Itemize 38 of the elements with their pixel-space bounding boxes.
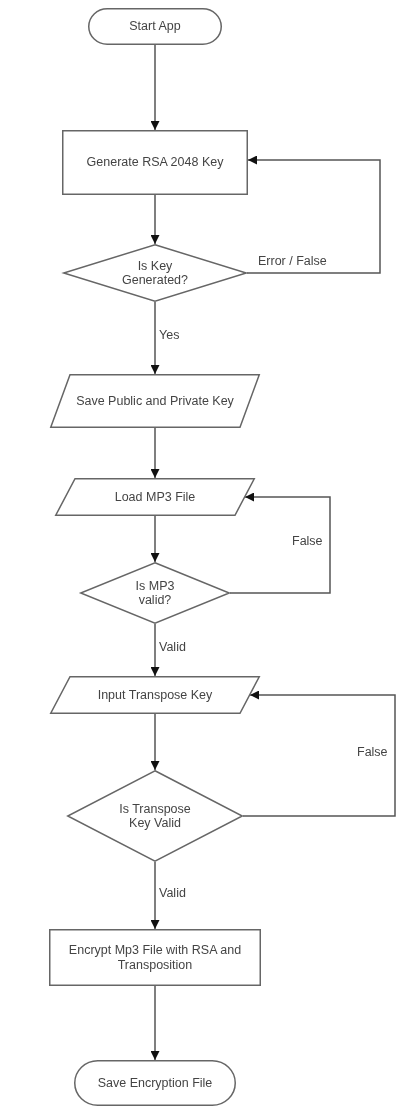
arrow [150, 44, 160, 131]
arrow [150, 301, 160, 375]
arrow [150, 623, 160, 677]
arrow [150, 427, 160, 479]
node-label: Is MP3 valid? [134, 578, 176, 608]
arrow [229, 492, 331, 594]
node-label: Encrypt Mp3 File with RSA and Transposition [67, 943, 243, 972]
input-output-shape [50, 374, 260, 428]
decision-diamond [80, 562, 230, 624]
node-label: Is Transpose Key Valid [118, 801, 192, 831]
node-label: Save Public and Private Key [76, 393, 234, 409]
input-output-shape [50, 676, 260, 714]
arrow [150, 985, 160, 1061]
arrow [246, 155, 381, 274]
process-box [62, 130, 248, 195]
edge-label: False [290, 534, 325, 548]
decision-diamond [63, 244, 247, 302]
terminal-shape [88, 8, 222, 45]
arrow [242, 690, 396, 817]
arrow [150, 713, 160, 771]
arrow [150, 515, 160, 563]
node-label: Load MP3 File [114, 489, 196, 505]
node-label: Start App [129, 19, 181, 34]
input-output-shape [55, 478, 255, 516]
node-label: Save Encryption File [97, 1075, 213, 1091]
arrow [150, 861, 160, 930]
edge-label: Valid [157, 885, 188, 900]
edge-label: Yes [157, 328, 182, 342]
process-box [49, 929, 261, 986]
node-label: Input Transpose Key [97, 687, 213, 703]
node-label: Is Key Generated? [121, 258, 189, 288]
terminal-shape [74, 1060, 236, 1106]
node-label: Generate RSA 2048 Key [86, 155, 224, 170]
edge-label: False [355, 745, 390, 759]
arrow [150, 194, 160, 245]
decision-diamond [67, 770, 243, 862]
edge-label: Valid [157, 640, 188, 654]
edge-label: Error / False [256, 254, 329, 268]
